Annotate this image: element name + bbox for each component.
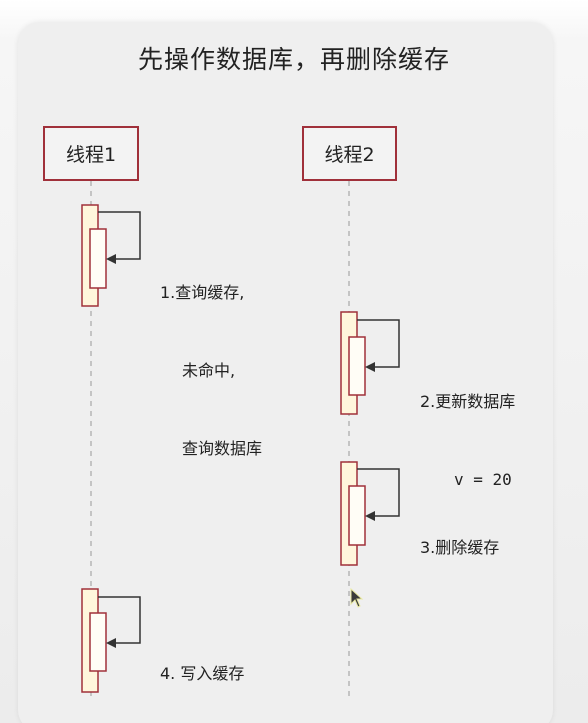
- step4-label-line1: 4. 写入缓存: [160, 664, 245, 683]
- step3-label: 3.删除缓存: [420, 483, 499, 613]
- step2-label-line1: 2.更新数据库: [420, 392, 516, 411]
- step3-arrowhead: [365, 511, 375, 521]
- step1-arrowhead: [106, 254, 116, 264]
- step1-label-line1: 1.查询缓存,: [160, 283, 245, 302]
- lifeline-thread-1-label: 线程1: [65, 144, 117, 166]
- lifeline-thread-2-box: 线程2: [302, 126, 397, 181]
- step3-activation: [340, 461, 400, 566]
- step1-label: 1.查询缓存, 未命中, 查询数据库: [160, 228, 262, 514]
- step4-self-arrow: [98, 596, 141, 644]
- step1-label-line3: 查询数据库: [182, 439, 263, 458]
- diagram-title: 先操作数据库，再删除缓存: [137, 45, 450, 74]
- step4-activation: [81, 588, 141, 693]
- step2-label: 2.更新数据库 v = 20: [420, 337, 515, 545]
- step1-activation: [81, 204, 141, 307]
- mouse-cursor-icon: [350, 587, 364, 608]
- step3-self-arrow: [357, 468, 400, 517]
- step4-label: 4. 写入缓存: [160, 609, 244, 723]
- step2-arrowhead: [365, 362, 375, 372]
- step1-label-line2: 未命中,: [182, 361, 236, 380]
- step3-label-line1: 3.删除缓存: [420, 538, 500, 557]
- step2-activation: [340, 311, 400, 415]
- step2-self-arrow: [357, 319, 400, 368]
- lifeline-thread-2-label: 线程2: [324, 144, 375, 166]
- step1-self-arrow: [98, 211, 141, 260]
- lifeline-thread-1-box: 线程1: [43, 126, 139, 181]
- step2-label-line2: v = 20: [454, 470, 512, 489]
- step4-arrowhead: [106, 638, 116, 648]
